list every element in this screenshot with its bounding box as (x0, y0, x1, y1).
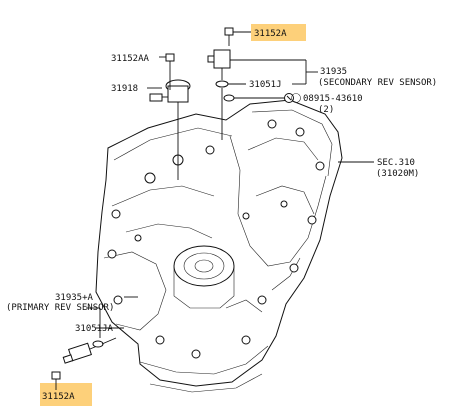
label-sec-310: SEC.310 (377, 158, 415, 168)
bolt-31152a-bottom (51, 371, 61, 385)
leader-lines (55, 31, 374, 390)
label-secondary-rev-sensor: (SECONDARY REV SENSOR) (318, 78, 437, 88)
converter-housing (173, 245, 235, 309)
label-31051ja: 31051JA (75, 324, 114, 334)
label-31020m: (31020M) (376, 169, 419, 179)
label-31935-secondary: 31935 (320, 67, 347, 77)
sensor-31918 (149, 79, 191, 110)
transmission-body (95, 99, 343, 393)
bolt-31152a-top (224, 27, 234, 46)
label-31935-a-primary: 31935+A (55, 293, 94, 303)
label-31152a-bottom: 31152A (42, 392, 75, 402)
highlight-top-part (251, 24, 306, 41)
label-31051j: 31051J (249, 80, 282, 90)
label-washer-qty: (2) (318, 105, 334, 115)
secondary-rev-sensor (207, 49, 231, 88)
bolt-31152aa (165, 53, 175, 72)
label-31152a-top: 31152A (254, 29, 287, 39)
highlight-bottom-part (40, 383, 92, 406)
label-31152aa: 31152AA (111, 54, 150, 64)
primary-rev-sensor (62, 337, 117, 364)
washer-08915 (223, 93, 294, 103)
label-primary-rev-sensor: (PRIMARY REV SENSOR) (6, 303, 114, 313)
washer-symbol (291, 93, 301, 103)
housing-bolts (107, 119, 325, 359)
label-31918: 31918 (111, 84, 138, 94)
label-08915-43610: 08915-43610 (303, 94, 363, 104)
